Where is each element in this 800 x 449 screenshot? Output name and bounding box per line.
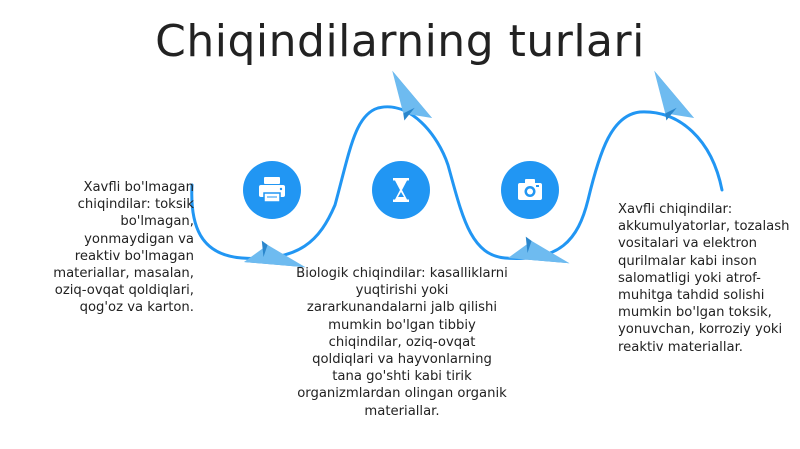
paper-plane-icon [375,70,443,131]
camera-icon [501,161,559,219]
paper-plane-icon [637,70,705,131]
step-description-middle: Biologik chiqindilar: kasalliklarni yuqt… [296,266,508,419]
slide-title: Chiqindilarning turlari [155,16,645,67]
hourglass-icon [372,161,430,219]
step-description-left: Xavfli bo'lmagan chiqindilar: toksik bo'… [53,180,194,316]
printer-icon [243,161,301,219]
curved-flow-path [190,105,724,260]
paper-plane-icon [503,225,570,283]
step-description-right: Xavfli chiqindilar: akkumulyatorlar, toz… [618,202,790,355]
